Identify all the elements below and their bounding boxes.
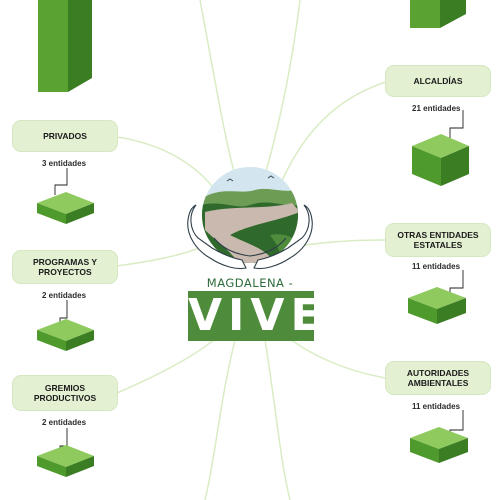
cube-top-left	[38, 0, 92, 92]
cube-otras	[408, 287, 466, 324]
node-autoridades-count: 11 entidades	[412, 402, 461, 411]
logo-word: VIVE	[188, 290, 327, 341]
connector-programas	[116, 247, 201, 267]
cube-programas	[37, 319, 94, 351]
node-alcaldias-label: ALCALDÍAS	[413, 76, 463, 86]
cube-privados	[37, 192, 94, 224]
cube-alcaldias	[412, 134, 469, 186]
connector-bottom-right	[264, 339, 291, 500]
leader-otras	[449, 270, 464, 296]
node-gremios[interactable]: GREMIOS PRODUCTIVOS	[13, 376, 117, 410]
connector-bottom-left	[204, 339, 236, 500]
node-privados-count: 3 entidades	[42, 159, 87, 168]
node-programas-count: 2 entidades	[42, 291, 87, 300]
logo-box: VIVE	[188, 290, 327, 341]
node-otras[interactable]: OTRAS ENTIDADES ESTATALES	[386, 224, 490, 256]
node-alcaldias[interactable]: ALCALDÍAS	[386, 66, 490, 96]
cube-top-right	[410, 0, 466, 28]
connector-top-left	[199, 0, 236, 176]
node-autoridades-label: AUTORIDADES AMBIENTALES	[406, 368, 470, 388]
cube-gremios	[37, 445, 94, 477]
node-otras-label: OTRAS ENTIDADES ESTATALES	[397, 230, 479, 250]
connector-alcaldias	[279, 81, 387, 186]
leader-alcaldias	[449, 110, 464, 138]
node-gremios-label: GREMIOS PRODUCTIVOS	[33, 383, 97, 403]
connector-otras	[304, 239, 387, 246]
cube-autoridades	[410, 427, 468, 463]
node-programas-label: PROGRAMAS Y PROYECTOS	[32, 257, 98, 277]
logo-landscape	[187, 167, 313, 270]
connector-privados	[116, 136, 216, 191]
node-alcaldias-count: 21 entidades	[412, 104, 461, 113]
connector-top-right	[264, 0, 301, 176]
node-programas[interactable]: PROGRAMAS Y PROYECTOS	[13, 251, 117, 283]
node-otras-count: 11 entidades	[412, 262, 461, 271]
node-autoridades[interactable]: AUTORIDADES AMBIENTALES	[386, 362, 490, 394]
node-privados-label: PRIVADOS	[43, 131, 87, 141]
node-gremios-count: 2 entidades	[42, 418, 87, 427]
leader-privados	[54, 168, 68, 195]
node-privados[interactable]: PRIVADOS	[13, 121, 117, 151]
